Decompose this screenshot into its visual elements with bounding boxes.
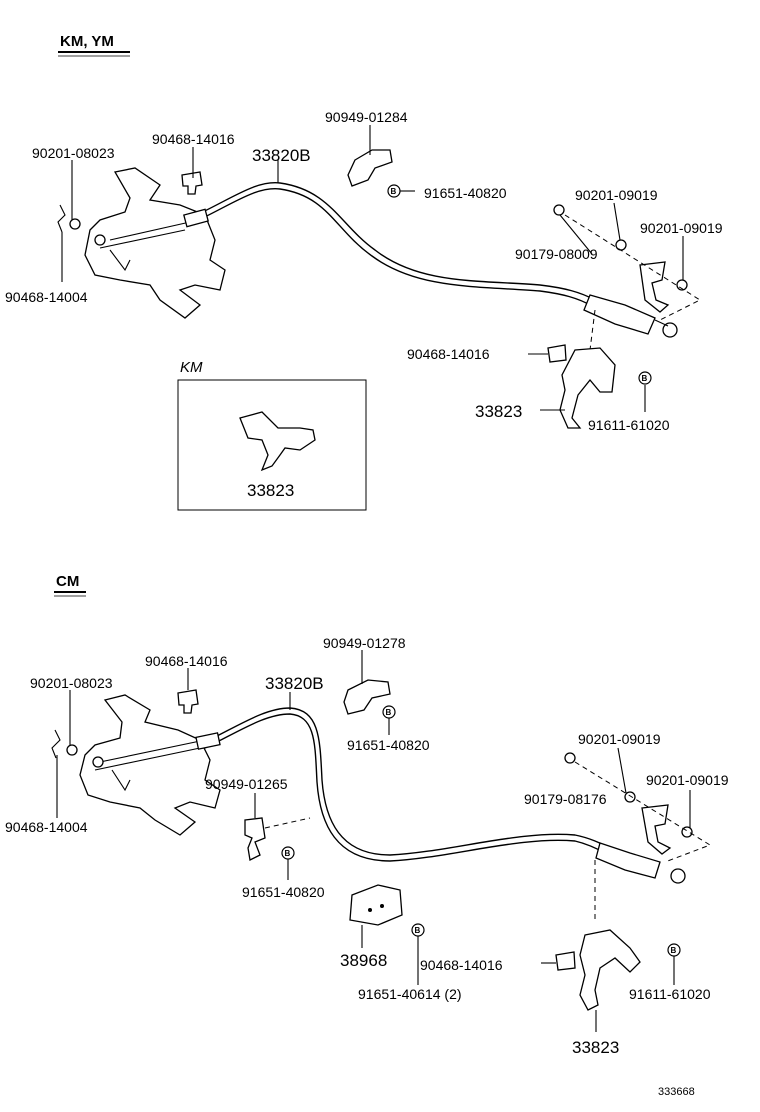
label-33820b-cm: 33820B: [265, 674, 324, 693]
bolt-marker: B: [638, 371, 652, 385]
svg-text:B: B: [415, 926, 421, 935]
bolt-marker: B: [411, 923, 425, 937]
label-91651-40820: 91651-40820: [424, 185, 507, 201]
label-90468-14016-b: 90468-14016: [407, 346, 490, 362]
label-90201-09019-a: 90201-09019: [575, 187, 658, 203]
nut-right-a: [615, 239, 627, 251]
bolt-marker: B: [667, 943, 681, 957]
cable-clamp-cm: [244, 817, 266, 861]
label-33820b: 33820B: [252, 146, 311, 165]
svg-text:B: B: [386, 708, 392, 717]
plate-38968: [349, 884, 403, 926]
bolt-marker: B: [281, 846, 295, 860]
section-km-ym: KM, YM: [5, 33, 723, 511]
nut-left: [69, 218, 81, 230]
shift-cable-cm: [195, 707, 686, 884]
label-90179-08176: 90179-08176: [524, 791, 607, 807]
label-91651-40614: 91651-40614 (2): [358, 986, 462, 1002]
label-90201-09019-a-cm: 90201-09019: [578, 731, 661, 747]
label-91611-61020: 91611-61020: [588, 417, 670, 433]
label-90201-09019-b: 90201-09019: [640, 220, 723, 236]
label-38968: 38968: [340, 951, 387, 970]
inset-title: KM: [180, 359, 203, 376]
inset-part-label: 33823: [247, 481, 294, 500]
label-90201-08023: 90201-08023: [32, 145, 115, 161]
label-90468-14004-cm: 90468-14004: [5, 819, 88, 835]
label-90949-01278: 90949-01278: [323, 635, 406, 651]
label-90468-14004: 90468-14004: [5, 289, 88, 305]
bolt-marker: B: [382, 705, 396, 719]
bracket-33823-cm: [579, 929, 641, 1011]
svg-text:B: B: [285, 849, 291, 858]
svg-text:B: B: [671, 946, 677, 955]
label-90468-14016-a-cm: 90468-14016: [145, 653, 228, 669]
label-90468-14016-a: 90468-14016: [152, 131, 235, 147]
nut-right-a-cm: [624, 791, 636, 803]
label-90179-08009: 90179-08009: [515, 246, 598, 262]
washer-right: [553, 204, 565, 216]
label-90468-14016-b-cm: 90468-14016: [420, 957, 503, 973]
cable-bracket: [347, 149, 393, 187]
label-90949-01284: 90949-01284: [325, 109, 408, 125]
label-33823-cm: 33823: [572, 1038, 619, 1057]
nut-left-cm: [66, 744, 78, 756]
cable-bracket-cm: [343, 679, 391, 715]
label-91651-40820-b: 91651-40820: [242, 884, 325, 900]
label-90201-08023-cm: 90201-08023: [30, 675, 113, 691]
shift-cable: [183, 182, 678, 338]
label-91651-40820-a: 91651-40820: [347, 737, 430, 753]
washer-right-cm: [564, 752, 576, 764]
section-title-cm: CM: [56, 573, 79, 590]
label-91611-61020-cm: 91611-61020: [629, 986, 711, 1002]
label-90949-01265: 90949-01265: [205, 776, 288, 792]
clip-top-cm: [177, 689, 199, 714]
bolt-marker: B: [387, 184, 401, 198]
section-title-km-ym: KM, YM: [60, 33, 114, 50]
inset-km: KM 33823: [177, 359, 367, 511]
lever-right: [639, 261, 670, 313]
svg-text:B: B: [391, 187, 397, 196]
clip-top: [181, 171, 203, 195]
label-33823: 33823: [475, 402, 522, 421]
svg-text:B: B: [642, 374, 648, 383]
figure-id: 333668: [658, 1086, 695, 1098]
label-90201-09019-b-cm: 90201-09019: [646, 772, 729, 788]
shift-lever-bracket: [84, 167, 226, 319]
bracket-33823: [559, 347, 616, 429]
shift-lever-bracket-cm: [79, 694, 221, 836]
section-cm: CM: [5, 573, 729, 1057]
lever-right-cm: [641, 804, 672, 855]
